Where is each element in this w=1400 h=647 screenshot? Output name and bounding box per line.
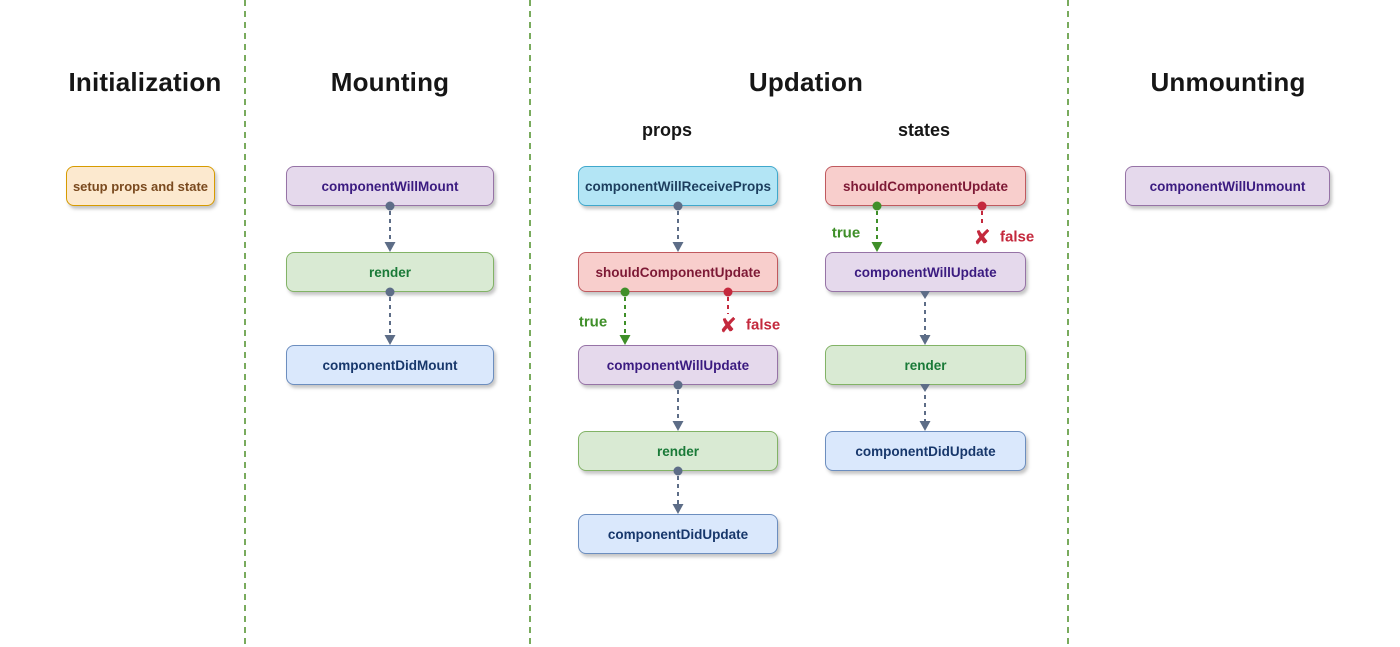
connector-receiveprops-to-shouldupdate: [672, 201, 684, 252]
phase-divider-1: [244, 0, 246, 647]
node-component-did-mount: componentDidMount: [286, 345, 494, 385]
phase-divider-2: [529, 0, 531, 647]
connector-states-willupdate-to-render: [919, 291, 931, 345]
props-false-label: false: [746, 316, 781, 334]
phase-title-updation: Updation: [748, 67, 864, 97]
node-states-component-did-update: componentDidUpdate: [825, 431, 1026, 471]
states-false-cross-icon: ✘: [973, 225, 991, 250]
props-false-cross-icon: ✘: [719, 313, 737, 338]
node-component-will-receive-props: componentWillReceiveProps: [578, 166, 778, 206]
phase-title-mounting: Mounting: [330, 67, 450, 97]
connector-willmount-to-render: [384, 201, 396, 252]
phase-title-initialization: Initialization: [68, 67, 222, 97]
props-true-label: true: [578, 313, 608, 331]
node-props-should-component-update: shouldComponentUpdate: [578, 252, 778, 292]
node-component-will-unmount: componentWillUnmount: [1125, 166, 1330, 206]
connector-props-true-branch: [619, 287, 631, 345]
node-states-render: render: [825, 345, 1026, 385]
node-states-component-will-update: componentWillUpdate: [825, 252, 1026, 292]
node-props-component-did-update: componentDidUpdate: [578, 514, 778, 554]
connector-props-willupdate-to-render: [672, 380, 684, 431]
node-component-will-mount: componentWillMount: [286, 166, 494, 206]
phase-title-unmounting: Unmounting: [1150, 67, 1306, 97]
node-mounting-render: render: [286, 252, 494, 292]
connector-render-to-didmount: [384, 287, 396, 345]
states-false-label: false: [1000, 228, 1035, 246]
node-states-should-component-update: shouldComponentUpdate: [825, 166, 1026, 206]
updation-states-label: states: [897, 120, 951, 140]
node-props-render: render: [578, 431, 778, 471]
connector-states-render-to-didupdate: [919, 384, 931, 431]
updation-props-label: props: [641, 120, 693, 140]
node-setup-props-and-state: setup props and state: [66, 166, 215, 206]
connector-states-true-branch: [871, 201, 883, 252]
connector-props-render-to-didupdate: [672, 466, 684, 514]
phase-divider-3: [1067, 0, 1069, 647]
states-true-label: true: [831, 224, 861, 242]
node-props-component-will-update: componentWillUpdate: [578, 345, 778, 385]
